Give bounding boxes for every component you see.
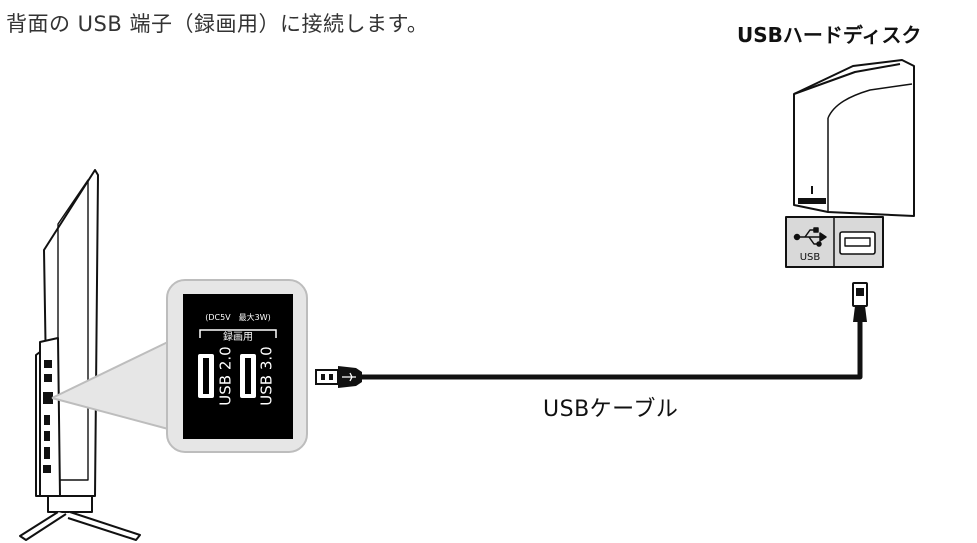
usb-cable xyxy=(315,282,868,388)
usb-b-plug xyxy=(853,306,867,322)
recording-label: 録画用 xyxy=(223,330,253,343)
usb-trident-icon xyxy=(793,227,827,247)
hdd-usb-caption: USB xyxy=(800,252,821,263)
usb-hdd-illustration: USB xyxy=(785,59,915,268)
usb-2-label: USB 2.0 xyxy=(217,346,235,405)
power-note: (DC5V 最大3W) xyxy=(205,312,271,322)
hdd-label: USBハードディスク xyxy=(737,23,922,47)
tv-illustration xyxy=(19,169,141,541)
instruction-text: 背面の USB 端子（録画用）に接続します。 xyxy=(6,12,429,36)
usb-a-plug xyxy=(315,369,339,385)
usb-port-panel: (DC5V 最大3W) 録画用 USB 2.0 USB 3.0 xyxy=(183,294,293,439)
cable-label: USBケーブル xyxy=(543,397,679,422)
usb-3-label: USB 3.0 xyxy=(258,346,276,405)
